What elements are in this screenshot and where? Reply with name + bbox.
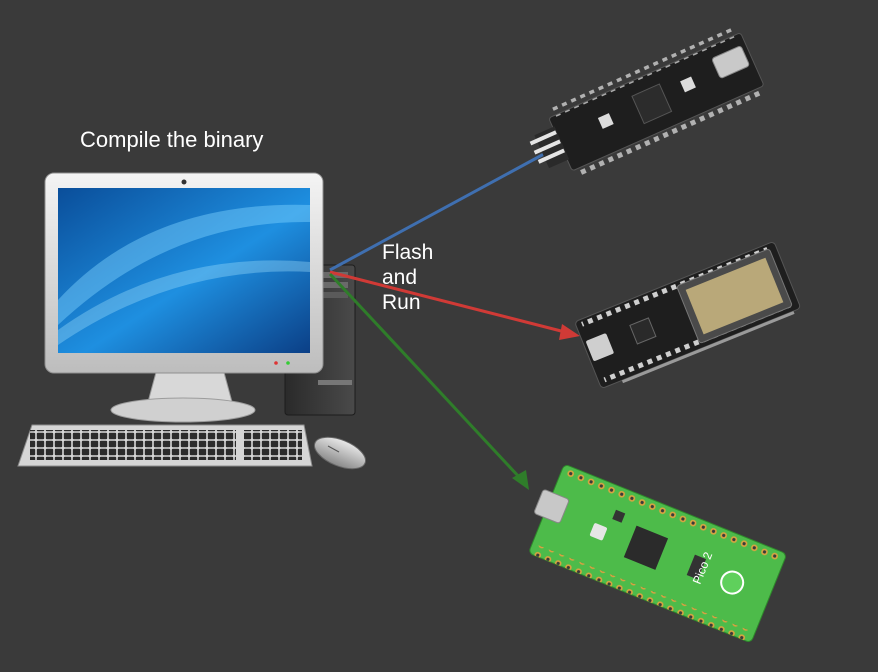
run-word: Run [382, 291, 421, 314]
keyboard [17, 424, 313, 467]
flash-run-label: Flash and Run [382, 240, 433, 315]
compile-label: Compile the binary [80, 127, 264, 152]
computer-monitor [44, 172, 324, 423]
arrow-to-stm32 [329, 142, 566, 272]
and-word: and [382, 266, 418, 289]
mouse [313, 436, 367, 470]
arrow-to-esp32 [329, 270, 580, 340]
pico-board [529, 465, 786, 642]
arrow-to-pico [328, 272, 529, 490]
flash-word: Flash [382, 241, 434, 264]
esp32-board [575, 242, 801, 388]
stm32-board [529, 28, 764, 176]
